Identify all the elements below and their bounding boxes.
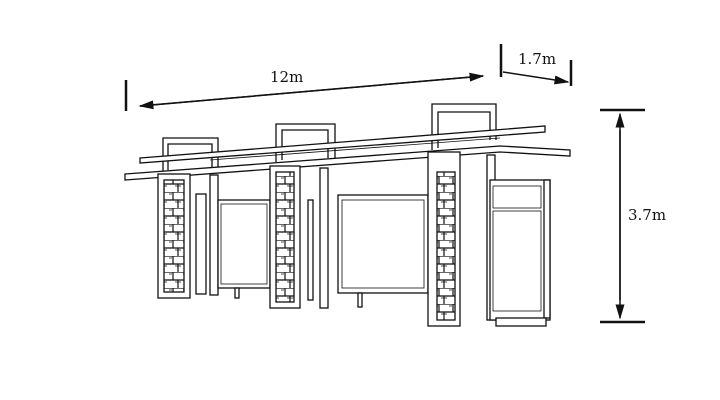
right-top-frame	[431, 103, 497, 150]
height-dimension	[600, 108, 645, 324]
height-label: 3.7m	[628, 206, 666, 224]
depth-label: 1.7m	[518, 50, 556, 68]
shelter	[124, 103, 571, 327]
post	[209, 174, 219, 296]
length-dimension	[124, 72, 485, 111]
depth-dimension	[499, 44, 573, 86]
post	[319, 167, 329, 309]
length-label: 12m	[270, 68, 303, 86]
roof-rear-beam	[139, 125, 546, 164]
